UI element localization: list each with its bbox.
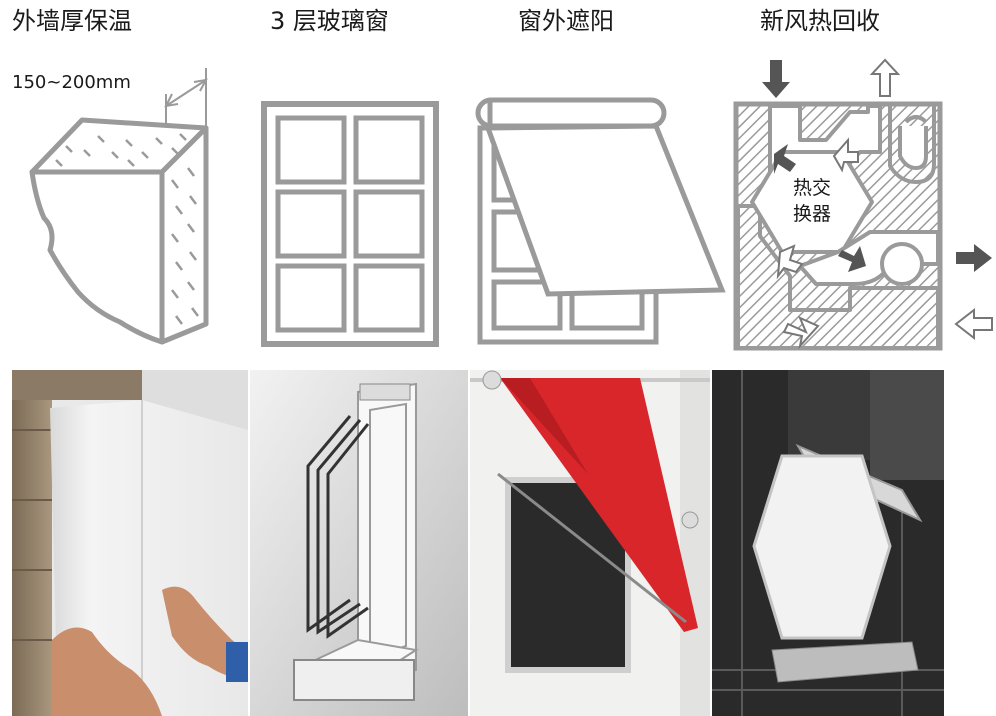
- arrow-exchanger-1-icon: [774, 144, 796, 174]
- heat-exchanger-label-2: 换器: [793, 203, 831, 225]
- arrow-bottom-in-icon: [782, 316, 820, 350]
- title-triple-glazing: 3 层玻璃窗: [270, 7, 389, 35]
- glass-layers: [306, 415, 370, 639]
- awning-shape: [484, 123, 726, 297]
- red-awning: [500, 378, 698, 632]
- wall-insulation-diagram: 150~200mm: [0, 60, 250, 350]
- triple-window-diagram: [260, 100, 440, 350]
- shading-diagram: [472, 94, 732, 350]
- arrow-out-right-icon: [956, 244, 992, 272]
- dimension-arrow: [164, 68, 208, 128]
- arrow-out-top-icon: [869, 58, 901, 97]
- title-wall-insulation: 外墙厚保温: [12, 7, 132, 35]
- title-external-shading: 窗外遮阳: [518, 7, 614, 35]
- wall-thickness-label: 150~200mm: [12, 72, 131, 93]
- insulation-photo: [12, 370, 248, 716]
- heat-exchanger-label-1: 热交: [793, 177, 831, 199]
- arrow-exchanger-2-icon: [832, 137, 859, 173]
- heat-exchanger-photo: [712, 370, 944, 716]
- heat-recovery-diagram: 热交 换器: [730, 56, 996, 356]
- arrow-in-top-icon: [762, 60, 790, 98]
- arrow-exchanger-4-icon: [838, 246, 866, 272]
- window-panes: [275, 115, 425, 333]
- insulation-hatch: [55, 133, 199, 325]
- arrow-exchanger-3-icon: [776, 244, 804, 280]
- exchanger-core: [752, 454, 892, 640]
- title-heat-recovery: 新风热回收: [760, 7, 880, 35]
- arrow-in-right-icon: [954, 307, 993, 341]
- awning-photo: [470, 370, 710, 716]
- window-profile-photo: [250, 370, 468, 716]
